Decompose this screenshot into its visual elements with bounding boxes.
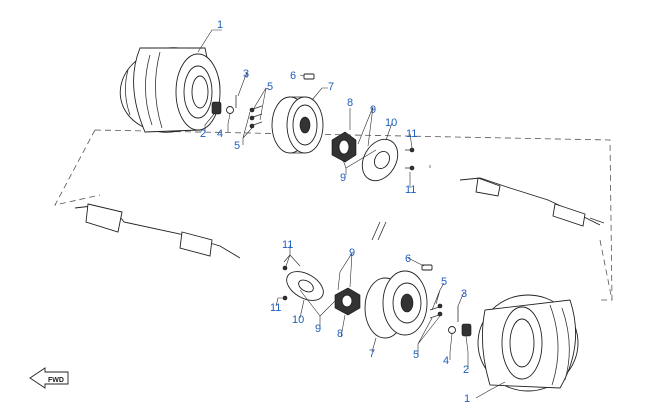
assembly-dashed-frame <box>54 129 613 301</box>
callout-bottom-5a: 5 <box>441 276 447 288</box>
break-mark-1 <box>371 221 381 241</box>
callout-top-7: 7 <box>328 81 334 93</box>
callout-top-1: 1 <box>217 19 223 31</box>
callout-bottom-7: 7 <box>369 348 375 360</box>
wheel-studs-bottom <box>429 303 443 319</box>
disc-bolts-bottom <box>282 265 288 301</box>
drive-shaft-top-right <box>459 177 605 227</box>
valve-stem-bottom <box>421 264 433 271</box>
brake-disc-top <box>361 138 399 182</box>
callout-bottom-11a: 11 <box>282 239 293 251</box>
callout-bottom-9b: 9 <box>315 323 321 335</box>
disc-bolts-top <box>405 147 415 171</box>
callout-top-5b: 5 <box>234 140 240 152</box>
callout-bottom-4: 4 <box>443 355 449 367</box>
callout-top-10: 10 <box>385 117 397 129</box>
callout-top-11a: 11 <box>406 128 417 140</box>
callout-top-3: 3 <box>243 68 249 80</box>
hub-nut-bottom <box>448 306 472 337</box>
callout-bottom-2: 2 <box>463 364 469 376</box>
assembly-dashed-link <box>599 239 613 301</box>
brake-disc-bottom <box>286 271 324 301</box>
callout-top-8: 8 <box>347 97 353 109</box>
hub-bottom <box>334 287 361 316</box>
callout-top-11b: 11 <box>405 184 416 196</box>
wheel-rim-bottom <box>364 270 428 339</box>
callout-top-2: 2 <box>200 128 206 140</box>
callout-bottom-10: 10 <box>292 314 304 326</box>
wheel-rim-top <box>271 96 324 154</box>
callouts-top: 1 2 3 4 5 5 6 7 8 9 9 10 11 11 <box>200 19 417 196</box>
tire-bottom <box>477 294 579 392</box>
wheel-studs-top <box>249 105 263 129</box>
callout-bottom-3: 3 <box>461 288 467 300</box>
callout-bottom-9a: 9 <box>349 247 355 259</box>
fwd-label: FWD <box>48 377 64 384</box>
hub-nut-top <box>211 95 237 115</box>
valve-stem-top <box>303 73 315 80</box>
callout-bottom-8: 8 <box>337 328 343 340</box>
break-mark-2 <box>377 221 387 241</box>
callout-top-5a: 5 <box>267 81 273 93</box>
callouts-bottom: 11 11 10 9 9 8 7 6 5 5 3 4 2 1 <box>270 239 470 405</box>
tire-top <box>119 47 221 133</box>
callout-bottom-6: 6 <box>405 253 411 265</box>
leader-lines <box>197 29 506 399</box>
callout-bottom-1: 1 <box>464 393 470 405</box>
callout-top-9a: 9 <box>370 104 376 116</box>
callout-bottom-11b: 11 <box>270 302 281 314</box>
hub-top <box>331 131 357 163</box>
fwd-arrow-icon: FWD <box>29 367 69 389</box>
callout-bottom-5b: 5 <box>413 349 419 361</box>
drive-shaft-left <box>74 203 241 259</box>
callout-top-9b: 9 <box>340 172 346 184</box>
callout-top-6: 6 <box>290 70 296 82</box>
callout-top-4: 4 <box>217 128 223 140</box>
